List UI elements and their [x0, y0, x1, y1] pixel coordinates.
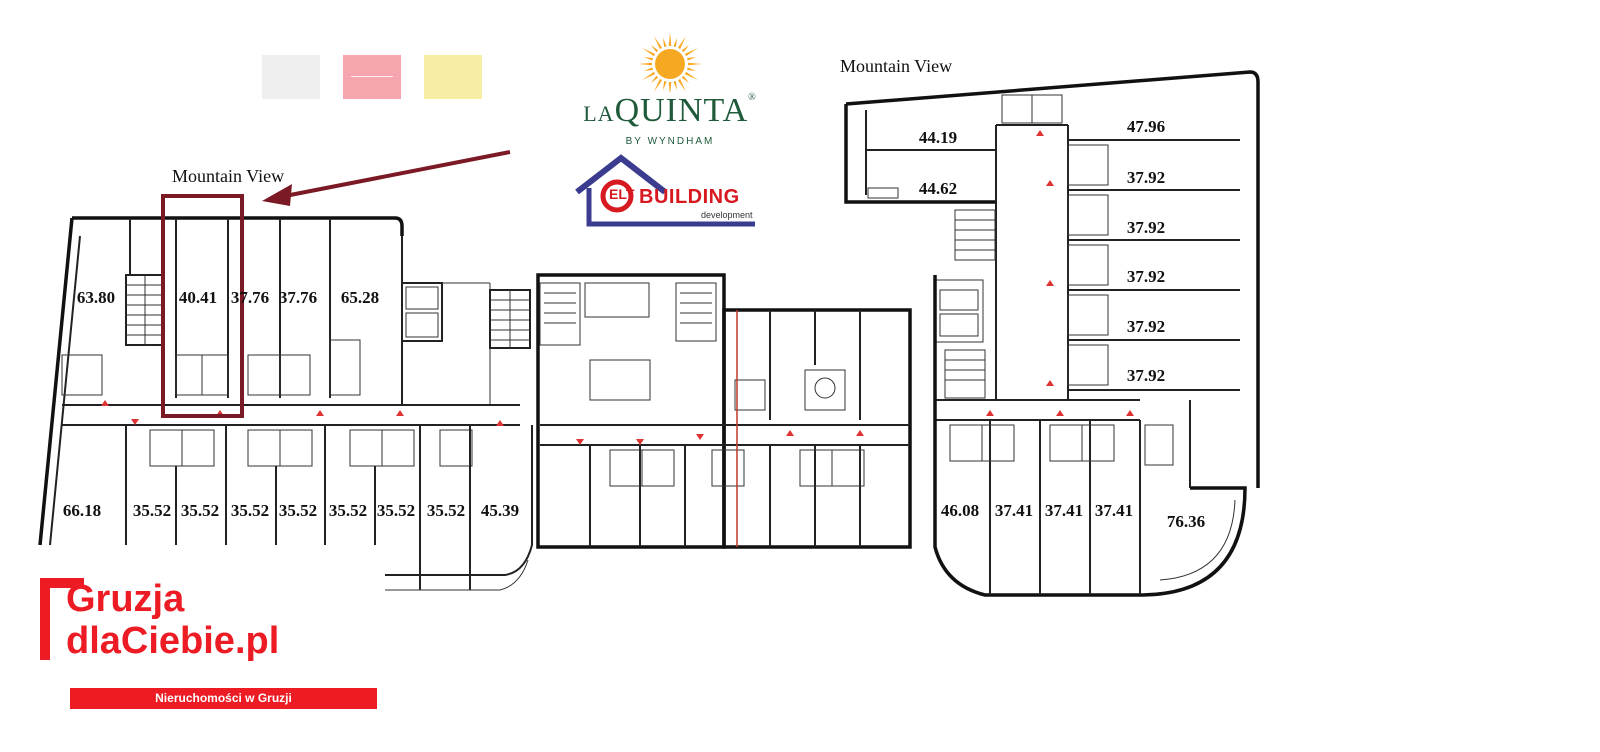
- highlight-frame: [161, 194, 244, 418]
- unit-area-label: 66.18: [63, 501, 101, 520]
- unit-area-label: 35.52: [427, 501, 465, 520]
- unit-area-label: 35.52: [377, 501, 415, 520]
- right-wing: [844, 70, 1260, 597]
- laquinta-subtitle: BY WYNDHAM: [625, 136, 715, 147]
- unit-area-label: 37.41: [1095, 501, 1133, 520]
- unit-area-label: 35.52: [181, 501, 219, 520]
- center-block: [536, 273, 912, 549]
- unit-area-label: 35.52: [279, 501, 317, 520]
- unit-area-label: 37.92: [1127, 218, 1165, 237]
- unit-area-label: 40.41: [179, 288, 217, 307]
- unit-area-label: 45.39: [481, 501, 519, 520]
- gruzja-line1: Gruzja: [66, 578, 185, 620]
- unit-area-label: 37.92: [1127, 366, 1165, 385]
- laquinta-prefix: LA: [583, 101, 615, 126]
- legend-swatch-grey: [262, 55, 320, 99]
- unit-area-label: 37.76: [279, 288, 317, 307]
- laquinta-logo: LAQUINTA® BY WYNDHAM: [570, 30, 770, 150]
- unit-area-label: 44.62: [919, 179, 957, 198]
- legend-swatch-pink: [343, 55, 401, 99]
- unit-area-label: 46.08: [941, 501, 979, 520]
- unit-area-label: 37.92: [1127, 267, 1165, 286]
- elt-building-logo: ELT BUILDING development: [573, 152, 763, 230]
- unit-area-label: 37.92: [1127, 168, 1165, 187]
- unit-area-label: 65.28: [341, 288, 379, 307]
- gruzja-bracket-top: [40, 578, 84, 588]
- mountain-view-label-right: Mountain View: [840, 56, 953, 76]
- highlight-arrow: [262, 150, 511, 206]
- area-labels: 63.80 40.41 37.76 37.76 65.28 66.18 35.52 35.52…: [63, 117, 1205, 531]
- gruzja-line2: dlaCiebie.pl: [66, 620, 280, 662]
- gruzja-logo: Gruzja dlaCiebie.pl Nieruchomości w Gruz…: [40, 578, 380, 713]
- elt-name: BUILDING: [639, 186, 740, 208]
- unit-area-label: 63.80: [77, 288, 115, 307]
- left-wing: [38, 216, 533, 591]
- unit-area-label: 35.52: [329, 501, 367, 520]
- unit-area-label: 37.41: [1045, 501, 1083, 520]
- unit-area-label: 37.76: [231, 288, 269, 307]
- unit-area-label: 37.41: [995, 501, 1033, 520]
- registered-mark: ®: [748, 92, 757, 103]
- laquinta-main: QUINTA: [614, 92, 749, 129]
- unit-area-label: 44.19: [919, 128, 957, 147]
- unit-area-label: 35.52: [133, 501, 171, 520]
- elt-subtitle: development: [701, 210, 753, 220]
- unit-area-label: 37.92: [1127, 317, 1165, 336]
- gruzja-tagline: Nieruchomości w Gruzji: [70, 688, 377, 709]
- sun-icon: [638, 32, 702, 92]
- gruzja-bracket: [40, 578, 50, 660]
- unit-area-label: 47.96: [1127, 117, 1165, 136]
- legend-swatch-yellow: [424, 55, 482, 99]
- mountain-view-label-left: Mountain View: [172, 166, 285, 186]
- unit-area-label: 35.52: [231, 501, 269, 520]
- laquinta-wordmark: LAQUINTA®: [570, 92, 770, 130]
- house-icon: [575, 154, 755, 227]
- unit-area-label: 76.36: [1167, 512, 1205, 531]
- elt-mark: ELT: [609, 186, 635, 202]
